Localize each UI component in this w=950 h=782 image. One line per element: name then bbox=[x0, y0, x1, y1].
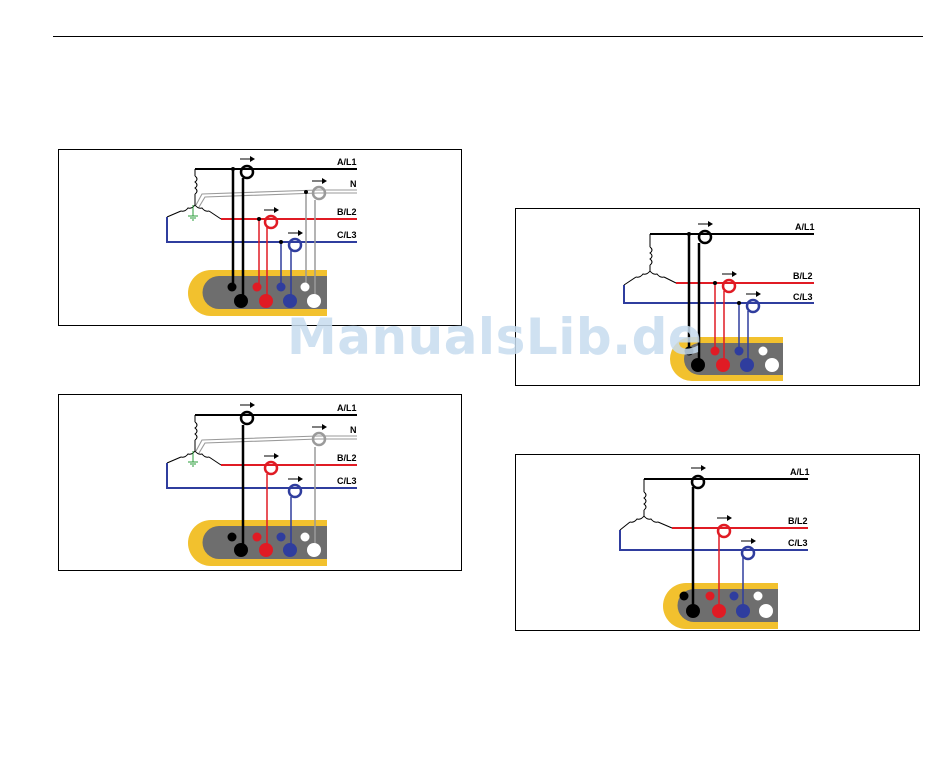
label-c-l3: C/L3 bbox=[788, 538, 808, 548]
current-clamp-icon bbox=[240, 156, 255, 178]
current-clamp-icon bbox=[240, 402, 255, 424]
label-b-l2: B/L2 bbox=[337, 207, 357, 217]
current-clamp-icon bbox=[288, 476, 303, 497]
current-clamp-icon bbox=[312, 178, 327, 199]
current-clamp-icon bbox=[722, 271, 737, 292]
header-rule bbox=[53, 36, 923, 37]
diagram-wye-current-only: A/L1 N B/L2 C/L3 bbox=[58, 394, 462, 571]
label-b-l2: B/L2 bbox=[793, 271, 813, 281]
label-a-l1: A/L1 bbox=[790, 467, 810, 477]
current-clamp-icon bbox=[717, 515, 732, 537]
label-c-l3: C/L3 bbox=[337, 476, 357, 486]
diagram-3wire-current-only: A/L1 B/L2 C/L3 bbox=[515, 454, 920, 631]
current-clamp-icon bbox=[288, 230, 303, 251]
neutral-line bbox=[196, 190, 357, 207]
diagram-wye-voltage-current: A/L1 N B/L2 C/L3 bbox=[58, 149, 462, 326]
label-b-l2: B/L2 bbox=[788, 516, 808, 526]
label-c-l3: C/L3 bbox=[337, 230, 357, 240]
current-clamp-icon bbox=[698, 221, 713, 243]
current-clamp-icon bbox=[746, 291, 761, 312]
current-clamp-icon bbox=[264, 453, 279, 474]
current-clamp-icon bbox=[264, 207, 279, 228]
label-a-l1: A/L1 bbox=[337, 403, 357, 413]
label-a-l1: A/L1 bbox=[337, 157, 357, 167]
label-n: N bbox=[350, 425, 357, 435]
current-clamp-icon bbox=[741, 538, 756, 559]
label-a-l1: A/L1 bbox=[795, 222, 815, 232]
watermark: ManualsLib.de bbox=[287, 308, 702, 366]
current-clamp-icon bbox=[312, 424, 327, 445]
label-b-l2: B/L2 bbox=[337, 453, 357, 463]
label-c-l3: C/L3 bbox=[793, 292, 813, 302]
label-n: N bbox=[350, 179, 357, 189]
current-clamp-icon bbox=[691, 465, 706, 488]
phase-c-line bbox=[167, 217, 357, 242]
